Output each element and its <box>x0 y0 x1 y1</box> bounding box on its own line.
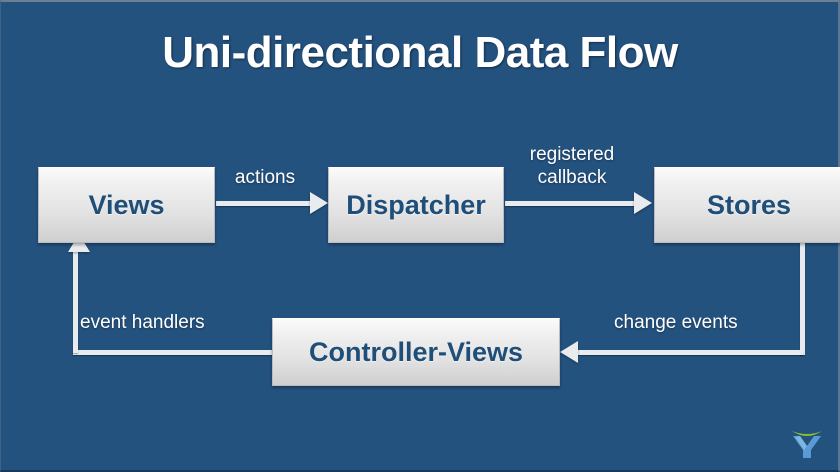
edge-line-actions <box>216 201 312 206</box>
x-logo <box>792 431 822 458</box>
node-views[interactable]: Views <box>38 167 215 243</box>
edge-label-change-events: change events <box>614 312 738 333</box>
page-title: Uni-directional Data Flow <box>162 28 678 77</box>
node-stores[interactable]: Stores <box>654 167 840 243</box>
edge-label-registered-callback: registered callback <box>529 144 615 188</box>
edge-arrowhead-actions <box>310 192 328 214</box>
node-dispatcher-label: Dispatcher <box>346 189 486 220</box>
edge-line-registered-callback <box>505 201 636 206</box>
node-controller-views[interactable]: Controller-Views <box>272 318 560 386</box>
edge-line-change-events-vertical <box>800 243 805 355</box>
logo-x-highlight-icon <box>795 436 807 450</box>
node-controller-views-label: Controller-Views <box>308 336 524 367</box>
logo-arc-icon <box>792 431 822 436</box>
node-dispatcher[interactable]: Dispatcher <box>328 167 504 243</box>
edge-arrowhead-registered-callback <box>634 192 652 214</box>
edge-label-event-handlers: event handlers <box>80 312 205 333</box>
node-stores-label: Stores <box>706 189 792 220</box>
edge-arrowhead-change-events <box>560 341 578 363</box>
edge-label-actions: actions <box>234 167 296 188</box>
edge-line-event-handlers-horizontal <box>73 350 273 355</box>
edge-line-event-handlers-vertical <box>73 250 78 353</box>
edge-line-change-events-horizontal <box>565 350 803 355</box>
node-views-label: Views <box>88 189 165 220</box>
